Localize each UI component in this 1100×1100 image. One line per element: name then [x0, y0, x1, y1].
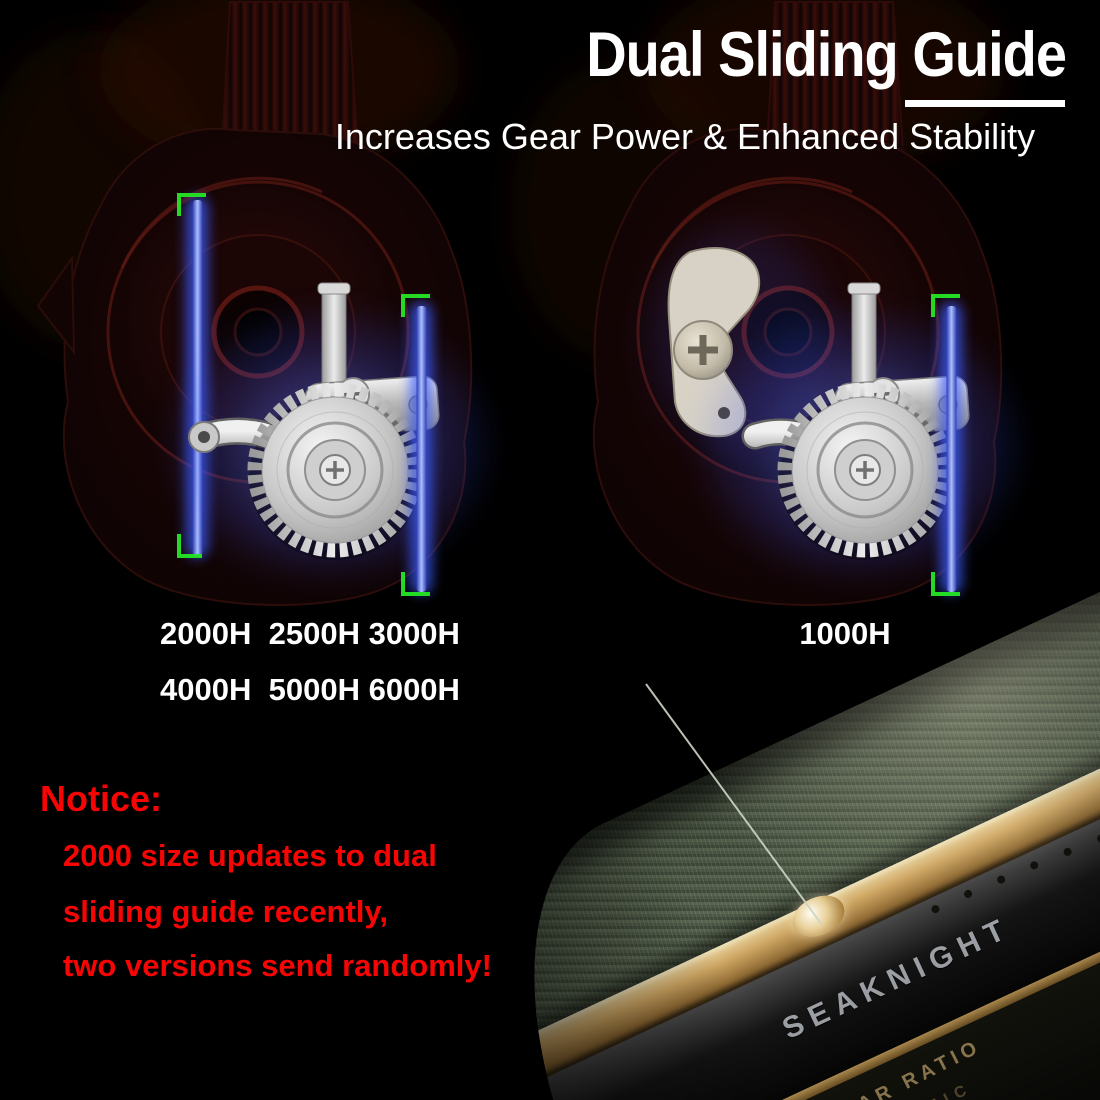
drive-gear — [247, 382, 423, 558]
notice-line-1: 2000 size updates to dual — [63, 838, 437, 873]
gearbox-housing — [592, 127, 1003, 606]
gold-trim-ring — [587, 776, 1100, 1100]
gearbox-housing — [62, 127, 473, 606]
braided-line-spool — [450, 480, 1100, 1041]
reel-body: SEAKNIGHT — [537, 667, 1100, 1100]
alignment-brackets — [931, 294, 960, 596]
center-hub — [741, 285, 835, 379]
notice-block: Notice: 2000 size updates to dual slidin… — [0, 0, 492, 983]
ambient-glow — [0, 30, 215, 350]
gearbox-photo-dual-guide — [36, 0, 480, 606]
slider-bracket — [834, 375, 970, 438]
page-title: Dual Sliding Guide — [586, 19, 1067, 90]
gear-plate — [636, 180, 940, 484]
slider-bracket — [304, 375, 440, 438]
drive-gear — [777, 382, 953, 558]
alignment-brackets — [177, 193, 430, 596]
spool-cylinder: SEAKNIGHT GEAR RATIO CERAMIC — [450, 480, 1100, 1100]
line-clip-pin — [786, 887, 852, 945]
brand-label: SEAKNIGHT — [777, 910, 1017, 1046]
notice-line-3: two versions send randomly! — [63, 948, 492, 983]
phillips-screw — [673, 320, 733, 380]
gear-plate — [106, 180, 410, 484]
left-panel-sizes-line1: 2000H 2500H 3000H — [160, 616, 460, 651]
sliding-guide-rod-left — [186, 196, 208, 558]
lighting-sheen — [450, 480, 1100, 1100]
connecting-arm — [744, 420, 863, 477]
gearbox-comparison-illustration — [0, 0, 1010, 606]
title-underline — [905, 100, 1065, 107]
ceramic-label: CERAMIC — [752, 1026, 1081, 1100]
sliding-guide-rod-right — [410, 302, 432, 594]
notice-heading: Notice: — [40, 778, 163, 819]
ambient-glow — [510, 60, 730, 360]
oscillating-mechanism — [710, 282, 1010, 570]
oscillating-mechanism — [180, 282, 480, 570]
left-panel-sizes-line2: 4000H 5000H 6000H — [160, 672, 460, 707]
gear-ratio-label: GEAR RATIO — [819, 1035, 986, 1100]
subtitle: Increases Gear Power & Enhanced Stabilit… — [334, 116, 1036, 157]
notice-line-2: sliding guide recently, — [63, 894, 388, 929]
spool-skirt-holes — [930, 903, 941, 915]
spool-gold-rim — [517, 625, 1100, 1082]
right-panel-size: 1000H — [799, 616, 891, 651]
fishing-line — [645, 683, 823, 926]
sliding-guide-rod-right — [940, 302, 962, 594]
main-shaft — [851, 287, 877, 397]
spool-base: GEAR RATIO CERAMIC — [591, 785, 1100, 1100]
connecting-arm — [194, 420, 333, 477]
center-hub — [211, 285, 305, 379]
main-shaft — [321, 287, 347, 397]
anti-reverse-lever — [667, 247, 761, 438]
